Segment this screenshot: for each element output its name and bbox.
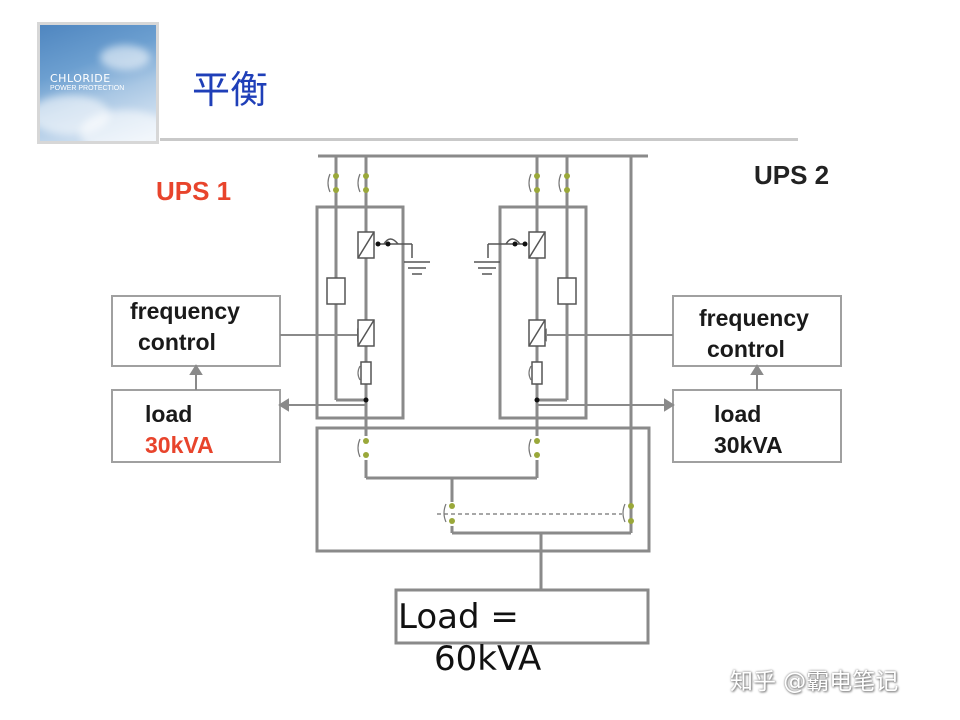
ups2-label: UPS 2 bbox=[754, 160, 830, 190]
total-load-line1: Load = bbox=[398, 597, 519, 637]
load-right-line2: 30kVA bbox=[714, 432, 783, 458]
load-right-text: load 30kVA bbox=[714, 399, 783, 461]
load-left-line1: load bbox=[145, 401, 193, 427]
freq-control-left-line2: control bbox=[138, 329, 216, 355]
ups2-box bbox=[498, 205, 588, 420]
ups1-box bbox=[315, 205, 405, 420]
title-divider bbox=[160, 138, 798, 141]
total-load-box bbox=[394, 588, 650, 645]
page-title: 平衡 bbox=[192, 68, 269, 112]
freq-control-left-line1: frequency bbox=[130, 298, 240, 324]
logo-subtitle: POWER PROTECTION bbox=[50, 85, 125, 92]
total-load-line2: 60kVA bbox=[434, 639, 542, 679]
logo-brand: CHLORIDE bbox=[50, 72, 111, 85]
freq-control-right-line1: frequency bbox=[699, 305, 809, 331]
freq-control-right-line2: control bbox=[707, 336, 785, 362]
breaker-switches bbox=[333, 173, 634, 524]
chloride-logo: CHLORIDE POWER PROTECTION bbox=[37, 22, 159, 144]
load-left-text: load 30kVA bbox=[145, 399, 214, 461]
freq-control-left-text: frequency control bbox=[130, 296, 240, 358]
total-load-text: Load = 60kVA bbox=[398, 596, 541, 680]
output-cabinet-box bbox=[315, 426, 651, 553]
converter-blocks bbox=[326, 231, 577, 385]
load-right-line1: load bbox=[714, 401, 762, 427]
watermark: 知乎 @霸电笔记 bbox=[730, 669, 899, 695]
ups1-label: UPS 1 bbox=[156, 176, 232, 206]
load-left-line2: 30kVA bbox=[145, 432, 214, 458]
freq-control-right-text: frequency control bbox=[699, 303, 809, 365]
